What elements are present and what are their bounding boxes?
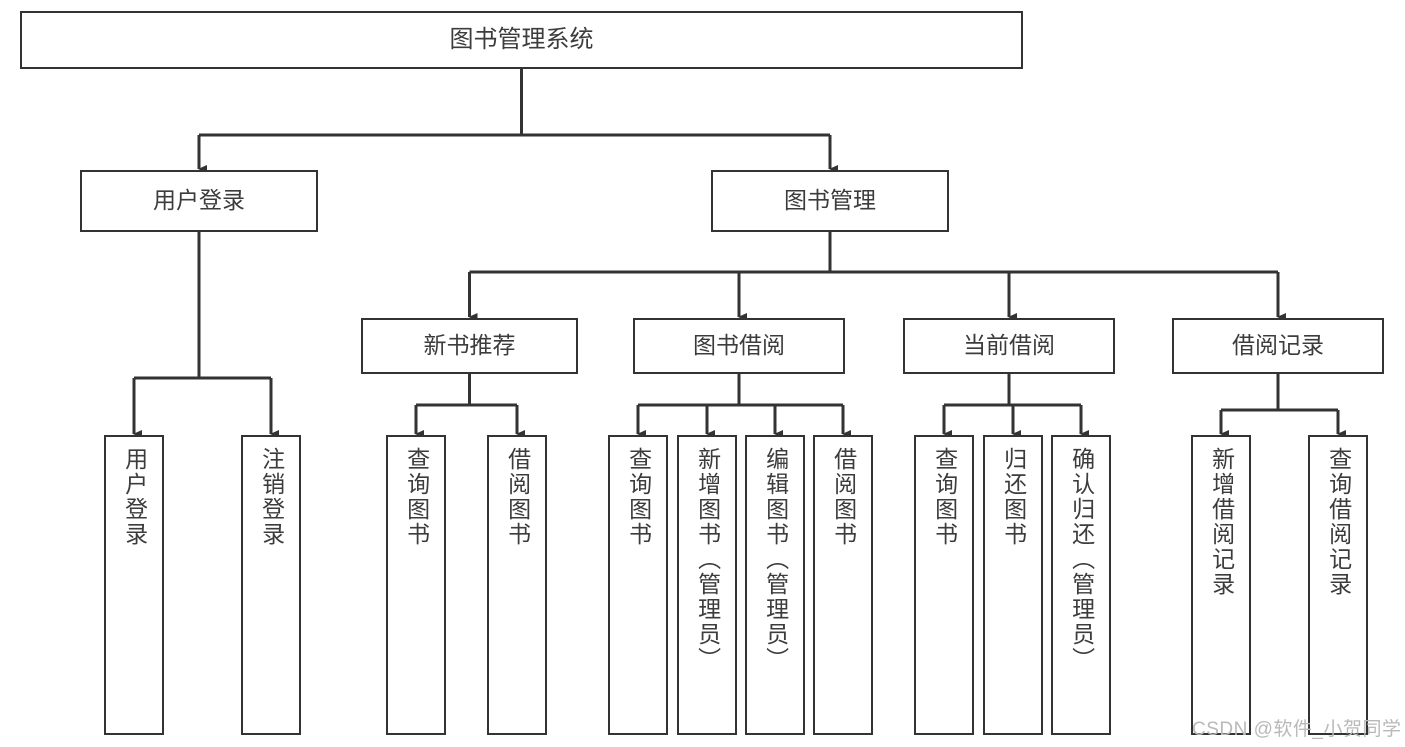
- node-leaf-cur-query[interactable]: 查询图书: [914, 435, 974, 735]
- node-label-current-borrow: 当前借阅: [963, 332, 1055, 359]
- node-label-leaf-rec-add: 新增借阅记录: [1208, 447, 1235, 597]
- node-current-borrow[interactable]: 当前借阅: [903, 318, 1115, 374]
- node-leaf-borrow-edit[interactable]: 编辑图书（管理员）: [745, 435, 805, 735]
- node-leaf-user-login[interactable]: 用户登录: [104, 435, 164, 735]
- node-leaf-rec-add[interactable]: 新增借阅记录: [1191, 435, 1251, 735]
- node-label-leaf-cur-query: 查询图书: [931, 447, 958, 547]
- node-label-leaf-cur-return: 归还图书: [1000, 447, 1027, 547]
- node-leaf-rec-search[interactable]: 查询借阅记录: [1308, 435, 1368, 735]
- node-leaf-rec-query[interactable]: 查询图书: [386, 435, 446, 735]
- node-label-root: 图书管理系统: [449, 25, 594, 53]
- node-label-book-borrow: 图书借阅: [693, 332, 785, 359]
- node-label-book-manage: 图书管理: [784, 187, 876, 214]
- node-leaf-borrow-query[interactable]: 查询图书: [608, 435, 668, 735]
- node-label-leaf-rec-query: 查询图书: [403, 447, 430, 547]
- node-label-leaf-borrow-add: 新增图书（管理员）: [694, 447, 721, 672]
- node-leaf-cur-confirm[interactable]: 确认归还（管理员）: [1051, 435, 1111, 735]
- node-root[interactable]: 图书管理系统: [20, 11, 1023, 69]
- node-label-leaf-user-logout: 注销登录: [258, 447, 285, 547]
- node-user-login[interactable]: 用户登录: [80, 170, 318, 232]
- node-leaf-borrow-lend[interactable]: 借阅图书: [813, 435, 873, 735]
- connector-paths: [132, 69, 1346, 438]
- node-borrow-record[interactable]: 借阅记录: [1172, 318, 1384, 374]
- node-label-borrow-record: 借阅记录: [1232, 332, 1324, 359]
- node-leaf-cur-return[interactable]: 归还图书: [983, 435, 1043, 735]
- node-label-leaf-user-login: 用户登录: [121, 447, 148, 547]
- node-label-leaf-rec-borrow: 借阅图书: [504, 447, 531, 547]
- node-label-new-book-rec: 新书推荐: [423, 332, 516, 359]
- node-label-leaf-borrow-lend: 借阅图书: [830, 447, 857, 547]
- node-label-leaf-borrow-edit: 编辑图书（管理员）: [762, 447, 789, 672]
- node-book-manage[interactable]: 图书管理: [711, 170, 949, 232]
- node-book-borrow[interactable]: 图书借阅: [633, 318, 845, 374]
- node-leaf-user-logout[interactable]: 注销登录: [241, 435, 301, 735]
- node-new-book-rec[interactable]: 新书推荐: [361, 318, 578, 374]
- node-leaf-borrow-add[interactable]: 新增图书（管理员）: [677, 435, 737, 735]
- node-leaf-rec-borrow[interactable]: 借阅图书: [487, 435, 547, 735]
- node-label-user-login: 用户登录: [153, 187, 245, 214]
- watermark-text: CSDN @软件_小贺同学: [1192, 719, 1402, 740]
- node-label-leaf-borrow-query: 查询图书: [625, 447, 652, 547]
- node-label-leaf-rec-search: 查询借阅记录: [1325, 447, 1352, 597]
- node-label-leaf-cur-confirm: 确认归还（管理员）: [1068, 447, 1095, 672]
